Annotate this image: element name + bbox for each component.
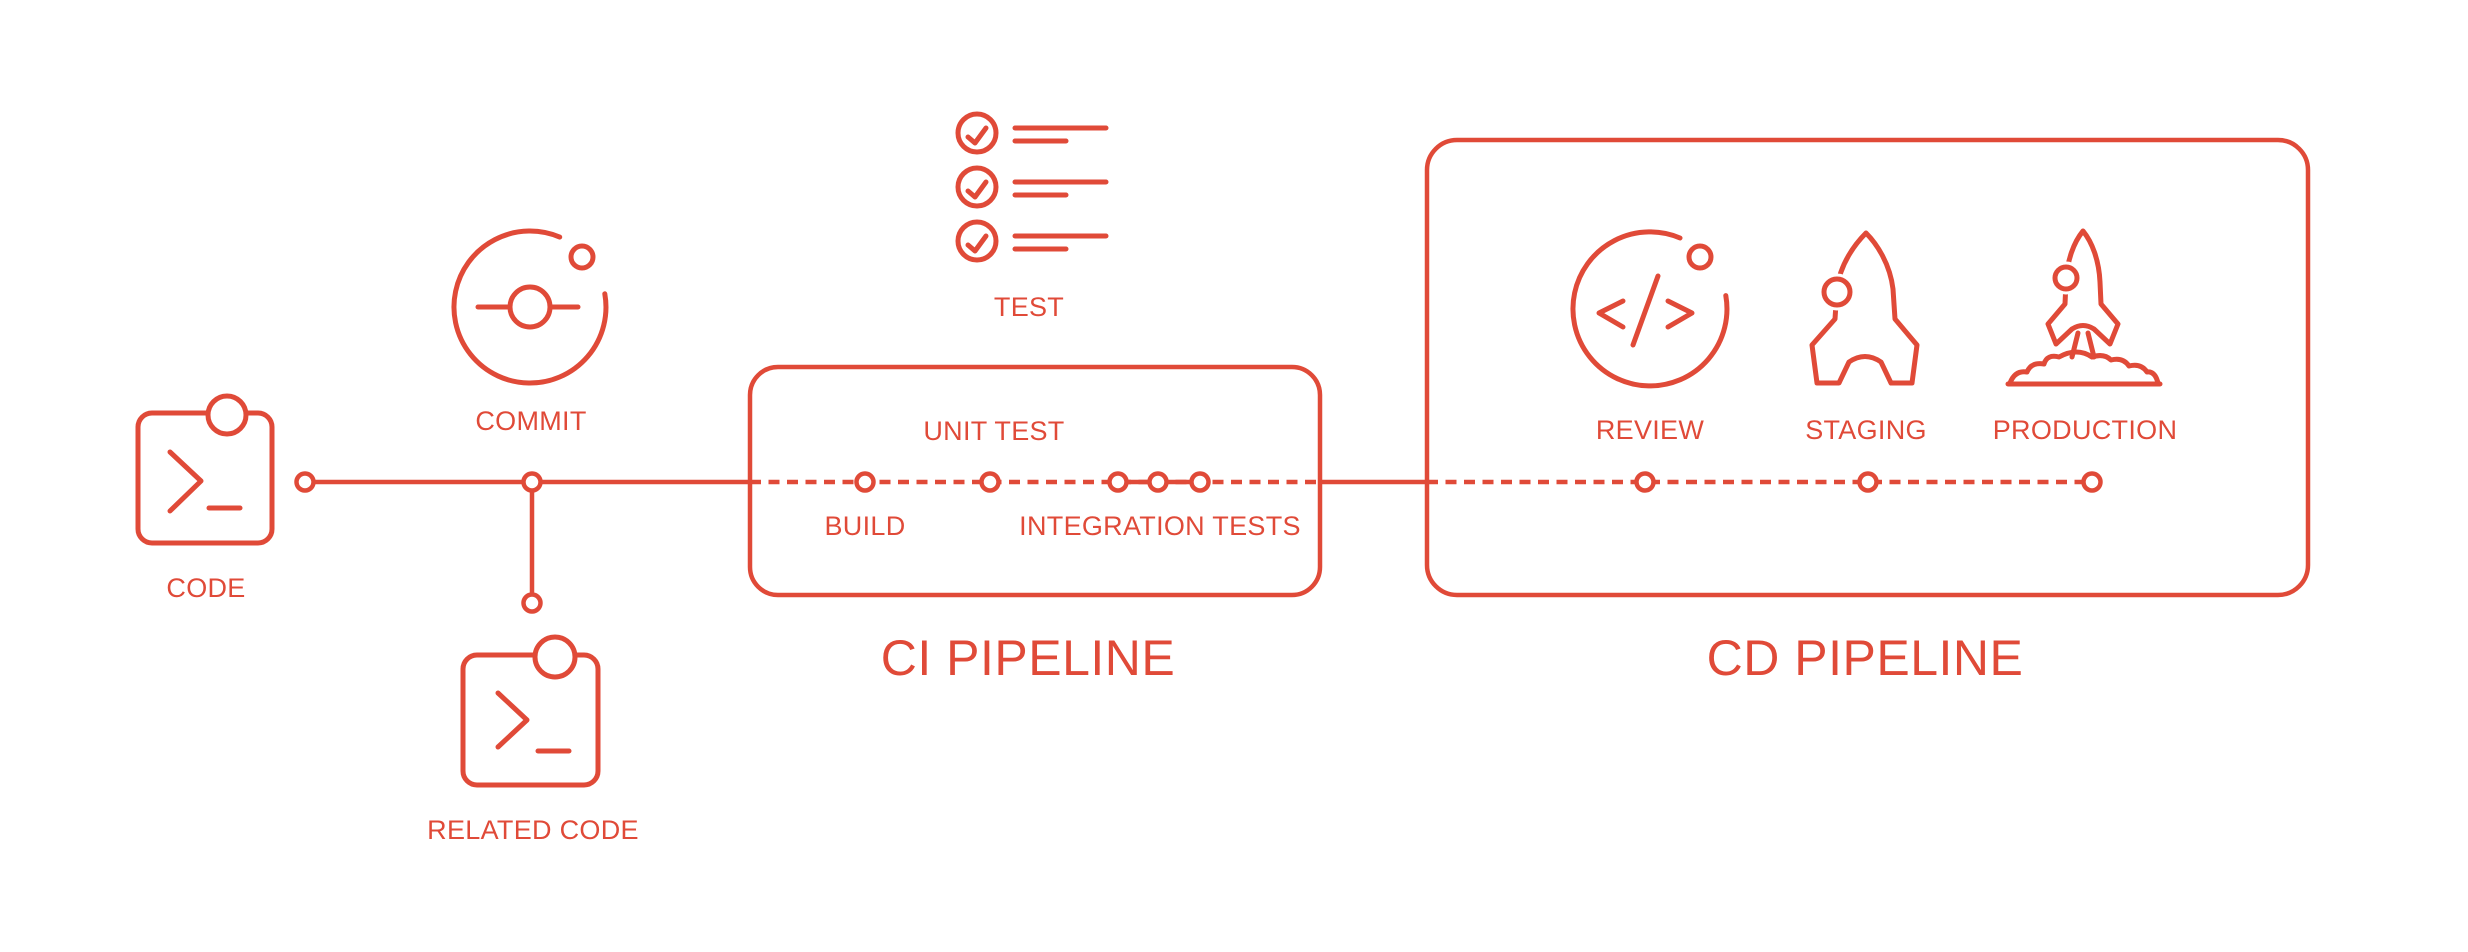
- code-label: CODE: [166, 573, 246, 603]
- node-review: [1634, 471, 1656, 493]
- review-label: REVIEW: [1595, 415, 1705, 445]
- commit-label: COMMIT: [475, 406, 587, 436]
- node-commit: [521, 471, 543, 493]
- node-integration-3: [1189, 471, 1211, 493]
- related-code-terminal-icon: [460, 634, 601, 788]
- production-rocket-launch-icon: [2005, 228, 2163, 387]
- ci-pipeline-box: [747, 364, 1323, 598]
- node-build: [854, 471, 876, 493]
- production-label: PRODUCTION: [1992, 415, 2178, 445]
- node-staging: [1857, 471, 1879, 493]
- test-label: TEST: [993, 292, 1065, 322]
- build-label: BUILD: [824, 511, 906, 541]
- timeline-lines: [305, 479, 2092, 603]
- staging-rocket-icon: [1809, 230, 1920, 386]
- node-start: [294, 471, 316, 493]
- node-integration-2: [1147, 471, 1169, 493]
- checklist-row: [955, 165, 1109, 209]
- integration-tests-label: INTEGRATION TESTS: [1019, 511, 1301, 541]
- staging-label: STAGING: [1805, 415, 1927, 445]
- cd-pipeline-box: [1424, 137, 2311, 598]
- commit-icon: [451, 228, 609, 386]
- cd-pipeline-title: CD PIPELINE: [1706, 630, 2024, 686]
- node-production: [2081, 471, 2103, 493]
- node-integration-1: [1107, 471, 1129, 493]
- code-review-icon: [1570, 229, 1730, 389]
- ci-pipeline-title: CI PIPELINE: [880, 630, 1176, 686]
- related-code-label: RELATED CODE: [427, 815, 639, 845]
- code-terminal-icon: [135, 393, 275, 546]
- timeline-nodes: [294, 471, 2103, 614]
- node-branch: [521, 592, 543, 614]
- unit-test-label: UNIT TEST: [923, 416, 1065, 446]
- test-checklist-icon: [955, 111, 1109, 263]
- checklist-row: [955, 219, 1109, 263]
- node-unit-test: [979, 471, 1001, 493]
- checklist-row: [955, 111, 1109, 155]
